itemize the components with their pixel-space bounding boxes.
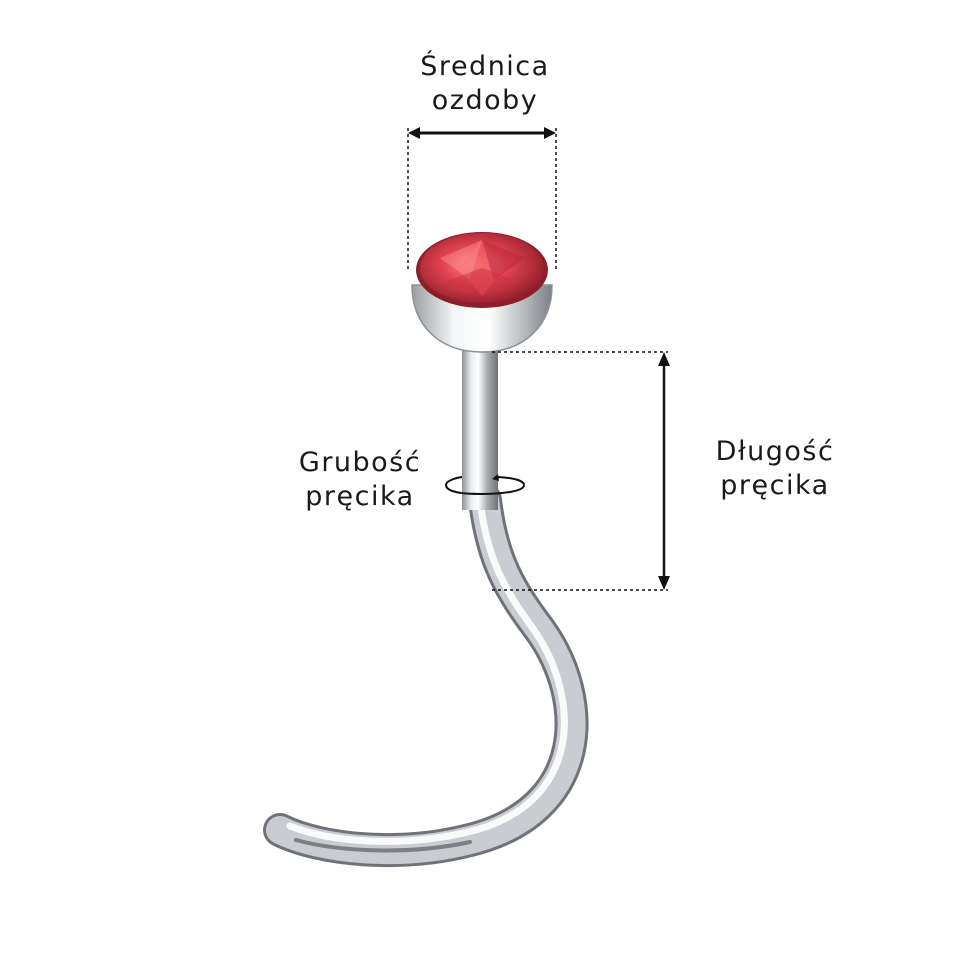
length-dimension xyxy=(492,351,670,591)
label-length-line1: Długość xyxy=(715,436,835,467)
label-length: Długość pręcika xyxy=(675,435,875,503)
thickness-indicator xyxy=(444,474,526,496)
label-diameter-line1: Średnica xyxy=(420,51,550,82)
rod-straight xyxy=(462,345,498,510)
diameter-dimension xyxy=(407,127,557,272)
gem xyxy=(416,232,548,308)
label-diameter-line2: ozdoby xyxy=(431,85,539,116)
label-length-line2: pręcika xyxy=(720,470,830,501)
label-thickness: Grubość pręcika xyxy=(260,446,460,514)
label-thickness-line2: pręcika xyxy=(305,481,415,512)
label-diameter: Średnica ozdoby xyxy=(385,50,585,118)
rod-curve xyxy=(263,483,589,868)
label-thickness-line1: Grubość xyxy=(298,447,422,478)
